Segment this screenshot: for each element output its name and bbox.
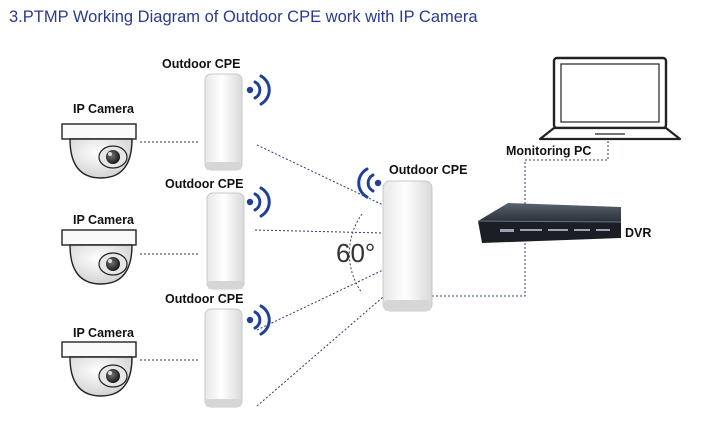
laptop-icon <box>538 56 682 141</box>
outdoor-cpe-central <box>382 180 433 312</box>
dvr-label: DVR <box>625 226 652 240</box>
cpe-to-dvr-link <box>432 242 526 297</box>
cpe-top-label: Outdoor CPE <box>162 57 241 71</box>
wireless-link-2 <box>254 229 384 234</box>
wireless-link-3 <box>256 269 384 331</box>
outdoor-cpe-bottom <box>204 308 243 408</box>
outdoor-cpe-top <box>204 73 243 171</box>
cpe-central-label: Outdoor CPE <box>389 163 468 177</box>
dome-camera-icon <box>61 123 137 179</box>
outdoor-cpe-middle <box>206 192 245 290</box>
wifi-signal-icon <box>246 304 271 336</box>
wifi-signal-icon <box>357 167 382 199</box>
page-title: 3.PTMP Working Diagram of Outdoor CPE wo… <box>9 8 478 26</box>
camera-middle-label: IP Camera <box>73 213 134 227</box>
dome-camera-icon <box>61 341 137 397</box>
dome-camera-icon <box>61 229 137 285</box>
cpe-bottom-label: Outdoor CPE <box>165 292 244 306</box>
cpe-middle-label: Outdoor CPE <box>165 177 244 191</box>
camera-bottom-label: IP Camera <box>73 326 134 340</box>
dvr-to-pc-link <box>524 141 609 204</box>
monitoring-pc-label: Monitoring PC <box>506 144 592 158</box>
wireless-link-4 <box>256 296 384 407</box>
camera-top-label: IP Camera <box>73 102 134 116</box>
wifi-signal-icon <box>246 74 271 106</box>
angle-label: 60° <box>336 238 376 268</box>
angle-arc <box>348 213 363 294</box>
dvr-recorder-icon <box>477 203 622 243</box>
wifi-signal-icon <box>246 186 271 218</box>
